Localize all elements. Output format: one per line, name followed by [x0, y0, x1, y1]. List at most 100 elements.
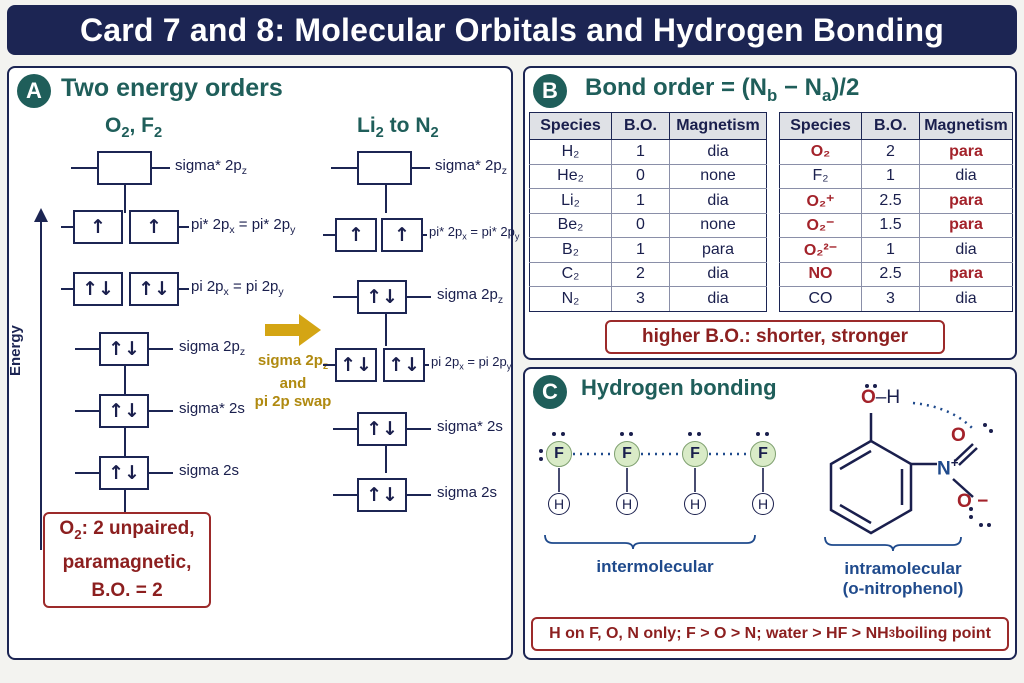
species-cell: B₂	[529, 237, 612, 263]
right-diagram-title: Li2 to N2	[357, 114, 439, 142]
species-cell: O₂⁺	[779, 188, 862, 214]
intramolecular-label: intramolecular (o-nitrophenol)	[842, 559, 964, 598]
orbital-box: ↑↓	[357, 478, 407, 512]
hf-chain-graphic	[539, 432, 962, 552]
panel-energy-orders: A Two energy orders O2, F2 Li2 to N2 Ene…	[7, 66, 519, 660]
intermolecular-label: intermolecular	[596, 557, 714, 576]
magnetism-cell: dia	[669, 139, 767, 165]
species-cell: H₂	[529, 139, 612, 165]
swap-note: sigma 2pz and pi 2p swap	[254, 352, 332, 410]
orbital-box: ↑↓	[99, 456, 149, 490]
magnetism-cell: dia	[919, 286, 1013, 312]
badge-b: B	[533, 74, 567, 108]
panel-a-heading: Two energy orders	[61, 74, 283, 102]
orbital-box: ↑↓	[357, 280, 407, 314]
magnetism-cell: dia	[919, 163, 1013, 189]
bond-order-cell: 0	[611, 212, 670, 238]
species-cell: Li₂	[529, 188, 612, 214]
orbital-box: ↑↓	[73, 272, 123, 306]
orbital-box: ↑↓	[335, 348, 377, 382]
magnetism-cell: dia	[919, 237, 1013, 263]
bond-order-note: higher B.O.: shorter, stronger	[605, 320, 945, 354]
magnetism-cell: para	[919, 212, 1013, 238]
swap-arrow-icon	[265, 314, 321, 346]
bond-order-cell: 0	[611, 163, 670, 189]
level-label: sigma 2pz	[179, 338, 246, 358]
fluorine-atom: F	[546, 441, 572, 467]
orbital-box: ↑	[129, 210, 179, 244]
bond-order-cell: 1	[611, 188, 670, 214]
o-nitrophenol-structure	[829, 384, 993, 535]
bond-order-cell: 3	[611, 286, 670, 312]
bond-order-cell: 2	[861, 139, 920, 165]
orbital-box	[357, 151, 412, 185]
hydrogen-bond-note: H on F, O, N only; F > O > N; water > HF…	[531, 617, 1009, 651]
species-cell: O₂	[779, 139, 862, 165]
right-level-pi-star: ↑ ↑ pi* 2px = pi* 2py	[323, 218, 519, 252]
column-header: Species	[529, 112, 612, 140]
level-label: pi* 2px = pi* 2py	[191, 216, 296, 236]
hydroxyl-group: O–H	[861, 387, 901, 408]
magnetism-cell: para	[669, 237, 767, 263]
nitro-oxygen-top: O	[951, 425, 966, 446]
level-label: sigma* 2pz	[175, 157, 247, 177]
column-header: B.O.	[861, 112, 920, 140]
bond-order-cell: 1.5	[861, 212, 920, 238]
level-label: sigma 2pz	[437, 286, 504, 306]
orbital-box: ↑↓	[383, 348, 425, 382]
badge-a: A	[17, 74, 51, 108]
bond-order-cell: 2.5	[861, 188, 920, 214]
species-cell: He₂	[529, 163, 612, 189]
column-header: B.O.	[611, 112, 670, 140]
species-cell: CO	[779, 286, 862, 312]
hydrogen-atom: H	[684, 493, 706, 515]
column-header: Species	[779, 112, 862, 140]
energy-arrow-head	[34, 208, 48, 222]
level-label: sigma 2s	[179, 462, 240, 479]
nitro-oxygen-bottom: O −	[957, 491, 989, 512]
magnetism-cell: para	[919, 261, 1013, 287]
level-label: sigma* 2s	[179, 400, 245, 417]
orbital-box: ↑	[73, 210, 123, 244]
fluorine-atom: F	[614, 441, 640, 467]
level-label: pi 2px = pi 2py	[431, 354, 512, 372]
left-level-sigma-2pz: ↑↓ sigma 2pz	[75, 332, 275, 366]
energy-axis	[40, 216, 42, 550]
bond-order-cell: 1	[861, 163, 920, 189]
bond-order-cell: 3	[861, 286, 920, 312]
orbital-box: ↑↓	[99, 332, 149, 366]
orbital-box: ↑	[335, 218, 377, 252]
orbital-box	[97, 151, 152, 185]
o2-callout: O2: 2 unpaired, paramagnetic, B.O. = 2	[43, 512, 211, 608]
column-header: Magnetism	[669, 112, 767, 140]
species-cell: O₂²⁻	[779, 237, 862, 263]
hydrogen-atom: H	[752, 493, 774, 515]
orbital-box: ↑↓	[129, 272, 179, 306]
column-header: Magnetism	[919, 112, 1013, 140]
connector	[124, 185, 126, 213]
panel-c-heading: Hydrogen bonding	[581, 375, 777, 400]
species-cell: O₂⁻	[779, 212, 862, 238]
badge-c: C	[533, 375, 567, 409]
left-level-pi-star: ↑ ↑ pi* 2px = pi* 2py	[61, 210, 301, 244]
species-cell: Be₂	[529, 212, 612, 238]
right-level-sigma-2s: ↑↓ sigma 2s	[333, 478, 523, 512]
magnetism-cell: dia	[669, 286, 767, 312]
connector	[385, 441, 387, 473]
energy-axis-label: Energy	[7, 325, 24, 376]
magnetism-cell: dia	[669, 188, 767, 214]
connector	[124, 354, 126, 394]
magnetism-cell: none	[669, 212, 767, 238]
level-label: sigma* 2pz	[435, 157, 507, 177]
